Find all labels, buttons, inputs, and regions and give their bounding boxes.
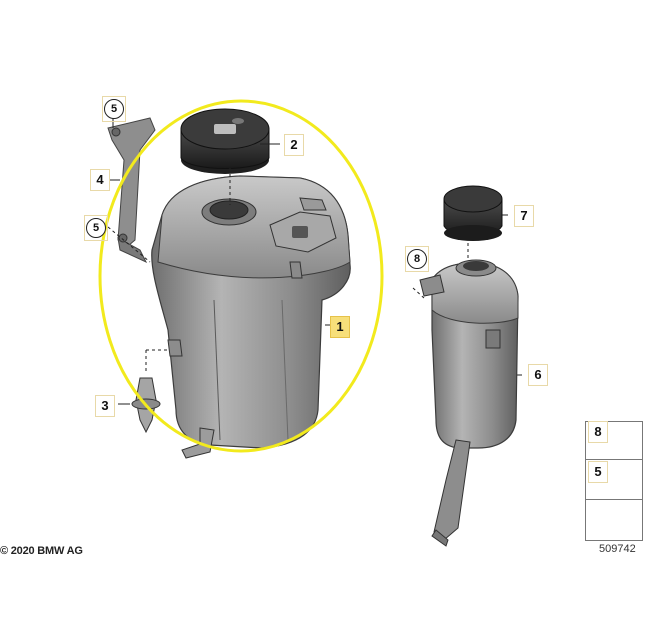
bracket-part — [107, 117, 156, 264]
callout-5a[interactable]: 5 — [104, 99, 124, 119]
copyright-text: © 2020 BMW AG — [0, 545, 83, 557]
callout-8[interactable]: 8 — [407, 249, 427, 269]
callout-4[interactable]: 4 — [90, 169, 110, 191]
callout-8-frame — [405, 246, 429, 272]
callout-7[interactable]: 7 — [514, 205, 534, 227]
callout-3[interactable]: 3 — [95, 395, 115, 417]
callout-5b[interactable]: 5 — [86, 218, 106, 238]
expansion-tank-part-1 — [151, 175, 351, 459]
legend-cell-arrow — [585, 499, 643, 541]
callout-5a-frame — [102, 96, 126, 122]
legend-number-5: 5 — [588, 461, 608, 483]
cap-part-2 — [180, 108, 270, 174]
callout-6[interactable]: 6 — [528, 364, 548, 386]
legend-number-8: 8 — [588, 421, 608, 443]
callout-2[interactable]: 2 — [284, 134, 304, 156]
highlight-ellipse — [98, 99, 384, 453]
callout-5b-frame — [84, 215, 108, 241]
drawing-number: 509742 — [599, 543, 636, 555]
callout-1[interactable]: 1 — [330, 316, 350, 338]
expansion-tank-part-6 — [419, 259, 519, 547]
cap-part-7 — [443, 185, 503, 241]
